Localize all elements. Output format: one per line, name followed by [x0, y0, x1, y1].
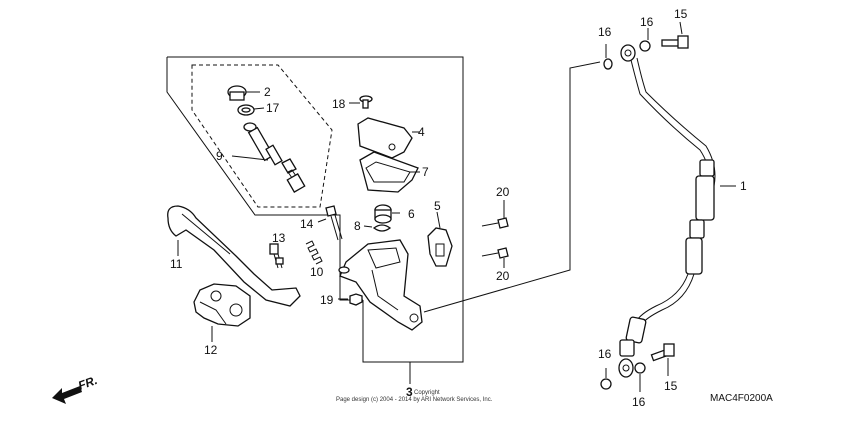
- part-boot: [227, 85, 260, 101]
- callout-14: 14: [300, 217, 314, 231]
- callout-10: 10: [310, 265, 324, 279]
- callout-16-bottom-right: 16: [632, 395, 646, 409]
- part-lever: [167, 205, 301, 307]
- assembly-bracket: [166, 56, 464, 384]
- part-switch: [193, 283, 251, 342]
- callout-13: 13: [272, 231, 286, 245]
- callout-12: 12: [204, 343, 218, 357]
- front-arrow-icon: [52, 386, 82, 404]
- part-bolts-20: [481, 200, 509, 268]
- callout-18: 18: [332, 97, 346, 111]
- part-seal: [374, 204, 400, 224]
- copyright-line: Page design (c) 2004 - 2014 by ARI Netwo…: [336, 397, 493, 403]
- part-diaphragm: [359, 151, 420, 193]
- part-holder: [427, 211, 453, 267]
- callout-1: 1: [740, 179, 747, 193]
- part-nut-19: [338, 293, 363, 306]
- callout-20-top: 20: [496, 185, 510, 199]
- callout-17: 17: [266, 101, 280, 115]
- part-clip-8: [363, 224, 392, 232]
- copyright-word: Copyright: [414, 390, 440, 396]
- callout-7: 7: [422, 165, 429, 179]
- front-direction-indicator: FR.: [52, 373, 99, 404]
- front-label: FR.: [76, 373, 99, 393]
- part-banjo-top: [603, 21, 689, 70]
- callout-6: 6: [408, 207, 415, 221]
- callout-16-top-right: 16: [640, 15, 654, 29]
- part-spring: [305, 240, 323, 265]
- callout-19: 19: [320, 293, 334, 307]
- part-screw-18: [349, 95, 373, 109]
- part-bolt-13: [269, 243, 284, 269]
- part-circlip: [237, 104, 265, 132]
- part-banjo-bottom: [600, 343, 675, 392]
- callout-2: 2: [264, 85, 271, 99]
- piston-kit-box: [191, 64, 333, 208]
- callout-16-bottom-left: 16: [598, 347, 612, 361]
- callout-5: 5: [434, 199, 441, 213]
- part-reservoir-cap: [357, 117, 420, 159]
- callout-11: 11: [170, 257, 183, 271]
- part-master-cylinder: [338, 239, 423, 331]
- callout-15-top: 15: [674, 7, 688, 21]
- callout-20-bottom: 20: [496, 269, 510, 283]
- part-piston: [247, 126, 306, 193]
- callout-4: 4: [418, 125, 425, 139]
- callout-16-top-left: 16: [598, 25, 612, 39]
- callout-15-bottom: 15: [664, 379, 678, 393]
- part-bolt-14: [317, 205, 343, 241]
- part-brake-hose: [423, 44, 736, 378]
- callout-9: 9: [216, 149, 223, 163]
- diagram-code: MAC4F0200A: [710, 393, 773, 404]
- callout-3: 3: [406, 385, 413, 399]
- callout-8: 8: [354, 219, 361, 233]
